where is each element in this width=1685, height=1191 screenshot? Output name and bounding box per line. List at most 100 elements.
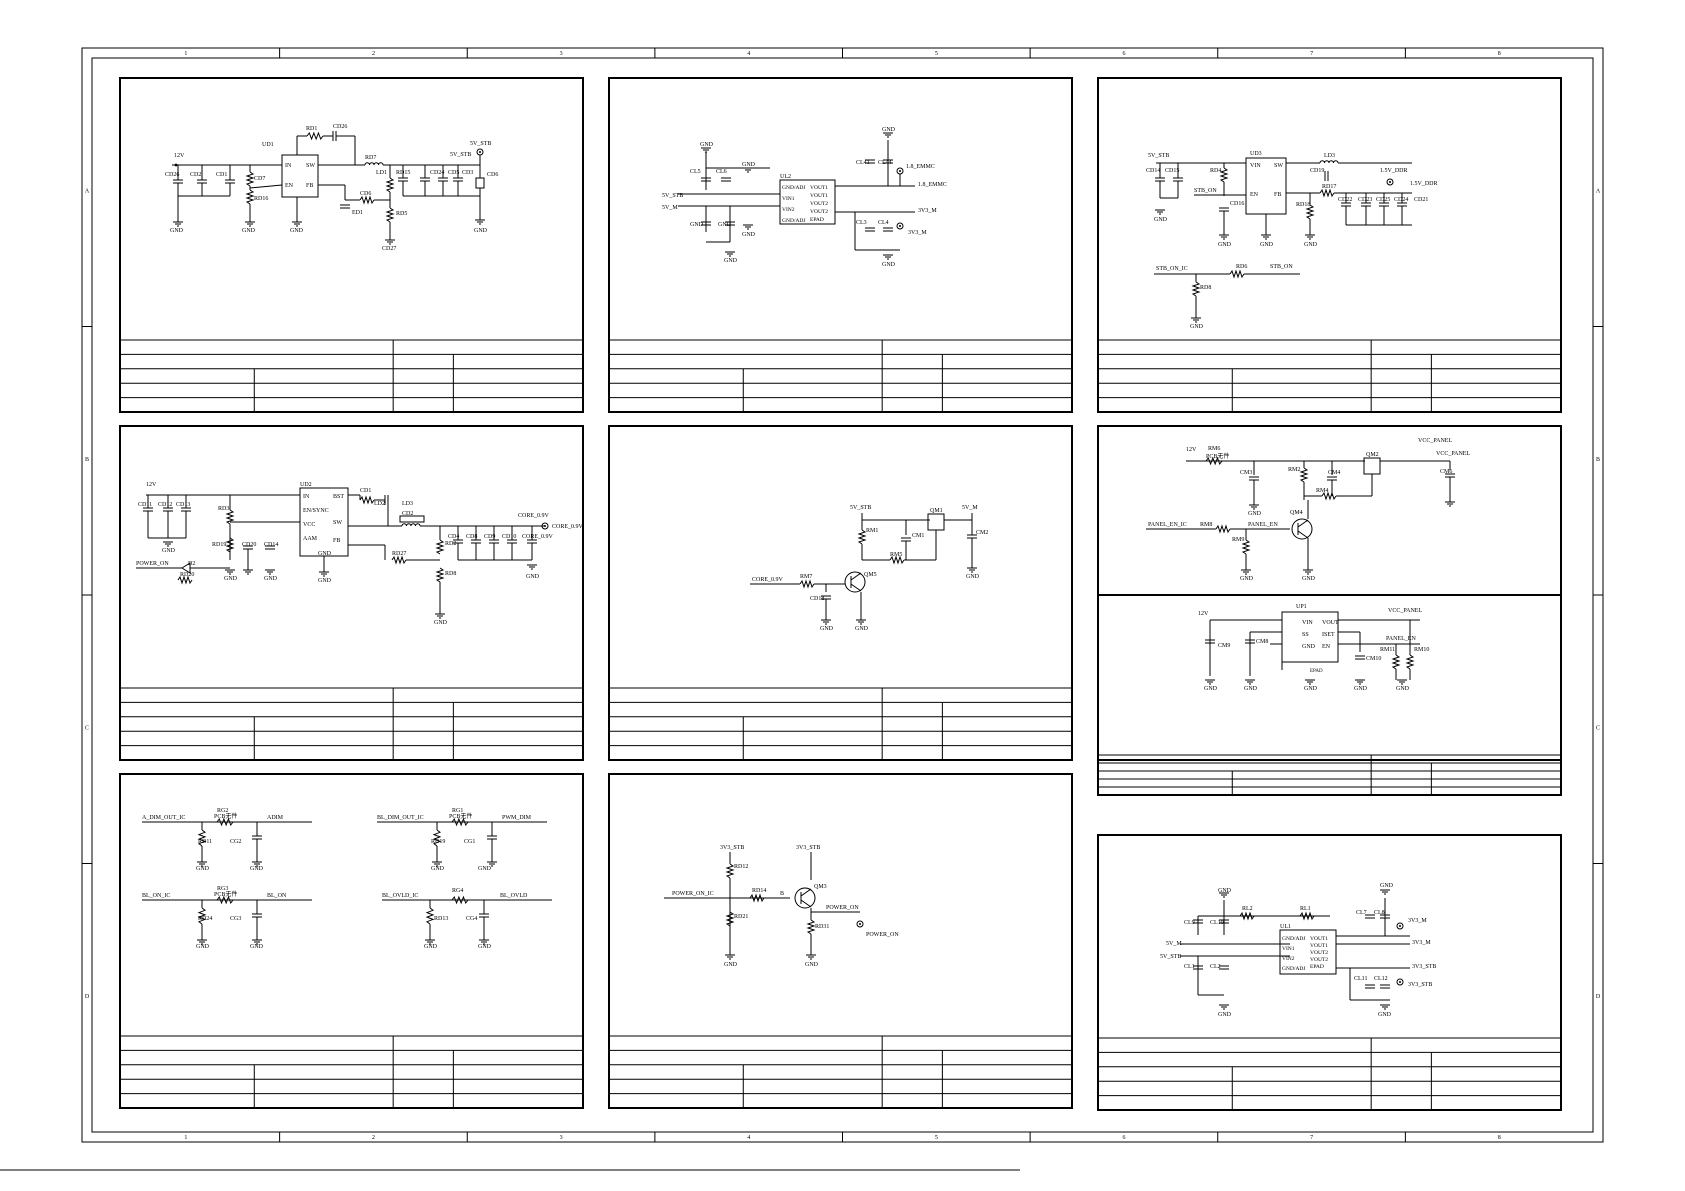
net-label: CD1 [216, 172, 227, 178]
resistor [806, 919, 816, 935]
title-block [609, 339, 1072, 412]
net-label: GND [1218, 1012, 1232, 1018]
net-label: CD14 [1146, 168, 1160, 174]
net-label: CM3 [1240, 470, 1252, 476]
tp-dot [859, 923, 861, 925]
capacitor [265, 545, 275, 550]
net-label: GND [318, 578, 332, 584]
wire [249, 184, 283, 189]
tp-ring [1396, 978, 1404, 986]
net-label: GND [290, 228, 304, 234]
net-label: RD18 [1296, 202, 1310, 208]
transistor-collector [850, 572, 862, 581]
net-label: GND [820, 626, 834, 632]
ic-pin: VOUT2 [1310, 950, 1328, 956]
net-label: CD21 [1414, 197, 1428, 203]
capacitor [489, 539, 499, 544]
resistor [359, 195, 375, 205]
net-label: RD7 [365, 155, 376, 161]
ground-symbol [967, 567, 977, 573]
net-label: RD13 [434, 916, 448, 922]
capacitor [181, 507, 191, 512]
ic-body [1279, 929, 1337, 975]
ground-symbol [527, 564, 537, 570]
net-label: A_DIM_OUT_IC [142, 815, 185, 821]
net-label: PANEL_EN_IC [1148, 522, 1187, 528]
ic-pin: IN [303, 494, 310, 500]
net-label: RM11 [1380, 647, 1395, 653]
ground-symbol [1191, 317, 1201, 323]
zone-label: 2 [372, 1135, 375, 1141]
zone-label: B [85, 457, 89, 463]
net-label: GND [855, 626, 869, 632]
resistor [245, 189, 255, 205]
zone-label: 2 [372, 51, 375, 57]
net-label: POWER_ON [866, 932, 899, 938]
ground-symbol [701, 147, 711, 153]
ground-symbol [1355, 679, 1365, 685]
net-label: RM8 [1200, 522, 1212, 528]
resistor [1219, 167, 1229, 183]
capacitor [701, 221, 711, 226]
net-label: RD14 [752, 888, 766, 894]
capacitor [1380, 984, 1390, 989]
net-label: RD11 [198, 839, 212, 845]
tp-ring [1386, 178, 1394, 186]
net-label: GND [1190, 324, 1204, 330]
ic-pin: GND/ADJ [1282, 936, 1306, 942]
net-label: GND [170, 228, 184, 234]
net-label: GND [724, 962, 738, 968]
net-label: CM1 [912, 533, 924, 539]
net-label: GND [424, 944, 438, 950]
capacitor [1380, 914, 1390, 919]
net-label: 1.5V_DDR [1380, 168, 1408, 174]
tp-dot [544, 525, 546, 527]
net-label: CD8 [466, 534, 477, 540]
ground-symbol [225, 569, 235, 575]
resistor [1299, 911, 1315, 921]
net-label: GND [1218, 888, 1232, 894]
mosfet [927, 513, 945, 531]
ic-pin: VOUT2 [1310, 957, 1328, 963]
ic-pin: SW [333, 520, 342, 526]
zone-label: 6 [1122, 1135, 1125, 1141]
net-label: 5V_STB [1160, 954, 1181, 960]
net-label: CD5 [448, 170, 459, 176]
ic-pin: VOUT1 [1310, 936, 1328, 942]
zone-label: 8 [1498, 1135, 1501, 1141]
net-label: POWER_ON_IC [672, 891, 714, 897]
ic-refdes: UD2 [300, 482, 312, 488]
ic-pin: VOUT2 [810, 209, 828, 215]
ic-pin: FB [1274, 192, 1281, 198]
ic-refdes: UD1 [262, 142, 274, 148]
net-label: 3V3_M [908, 230, 927, 236]
net-label: GND [1302, 576, 1316, 582]
net-label: GND [1244, 686, 1258, 692]
capacitor [1355, 655, 1365, 660]
ground-symbol [1219, 234, 1229, 240]
net-label: B [780, 891, 784, 897]
ground-symbol [1380, 889, 1390, 895]
net-label: CM10 [1366, 656, 1381, 662]
resistor [1191, 281, 1201, 297]
tp-dot [1399, 925, 1401, 927]
resistor [1319, 188, 1335, 198]
ground-symbol [1155, 209, 1165, 215]
capacitor [1193, 919, 1203, 924]
capacitor [1249, 476, 1259, 481]
net-label: LD1 [376, 170, 387, 176]
zone-label: 8 [1498, 51, 1501, 57]
resistor [197, 829, 207, 847]
net-label: CM9 [1218, 643, 1230, 649]
net-label: GND [882, 127, 896, 133]
transistor-emitter [800, 899, 812, 908]
net-label: CD6 [487, 172, 498, 178]
resistor [1239, 911, 1255, 921]
transistor [1291, 518, 1313, 540]
panel-border [1097, 425, 1562, 761]
net-label: CL8 [1374, 910, 1385, 916]
net-label: RL2 [1242, 906, 1253, 912]
title-block [120, 339, 583, 412]
